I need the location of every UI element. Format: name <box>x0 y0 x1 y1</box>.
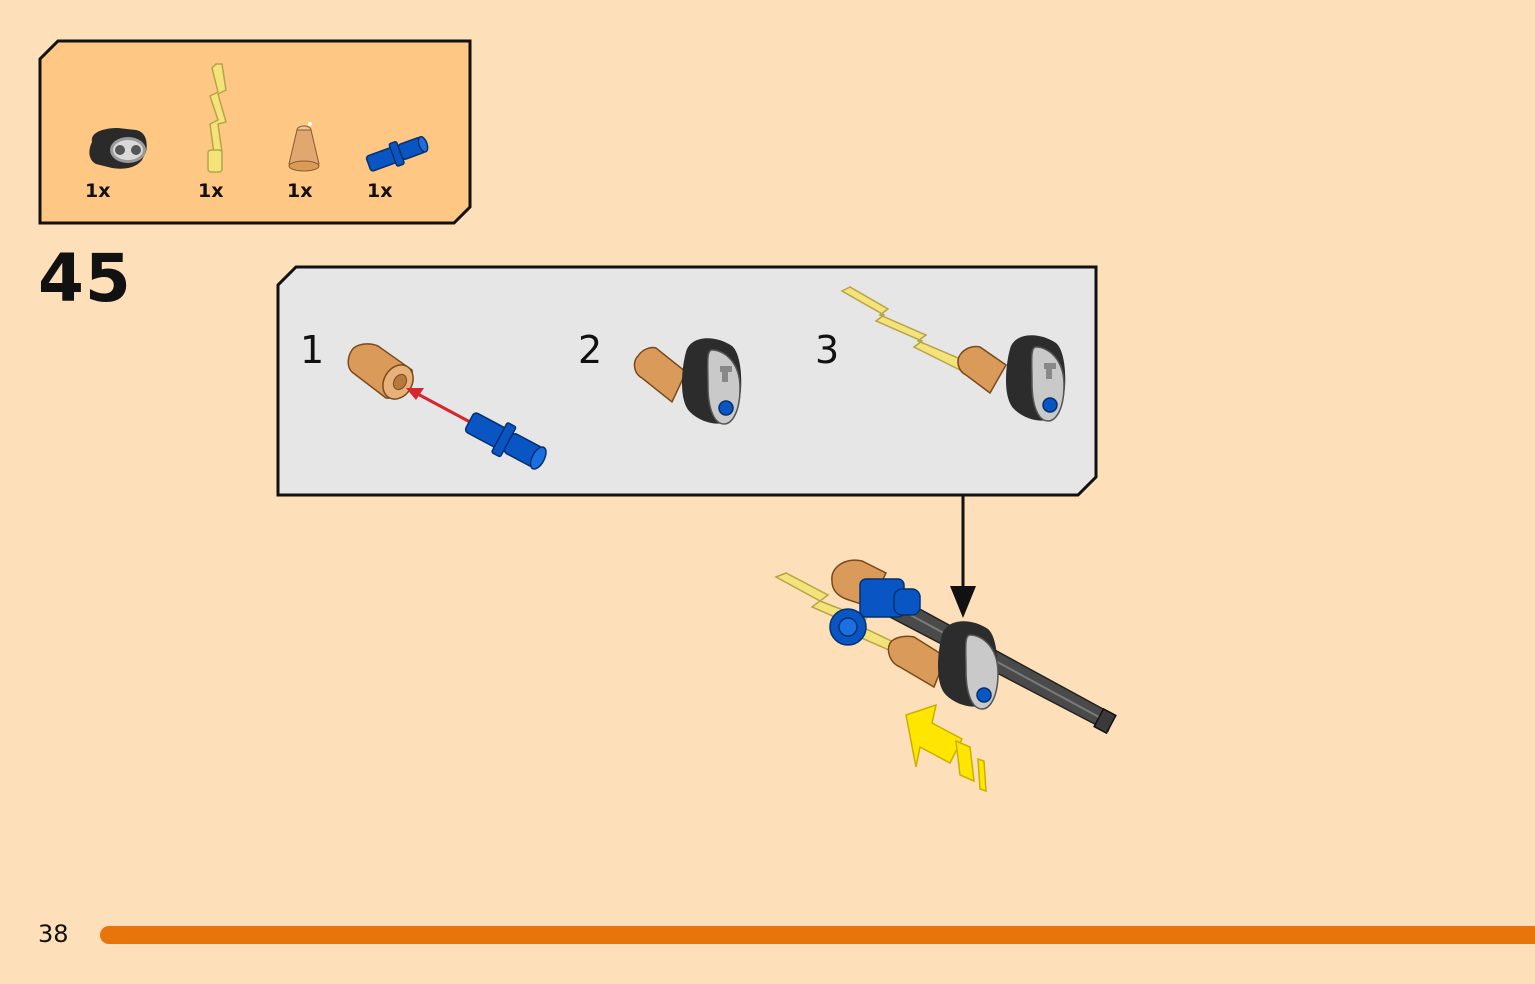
blue-pin-icon <box>365 135 429 172</box>
black-beam-2-icon <box>89 128 147 169</box>
parts-list-box <box>38 39 472 225</box>
tan-cone-icon <box>347 343 414 400</box>
sub-step-number-1: 1 <box>300 328 325 372</box>
blue-connector-icon <box>829 578 921 646</box>
sub-step-1-illustration <box>347 343 547 470</box>
main-assembly-illustration <box>774 559 1117 793</box>
tan-cone-icon <box>288 122 320 172</box>
sub-step-number-3: 3 <box>815 328 840 372</box>
black-beam-2-icon <box>938 621 999 710</box>
sub-step-2-illustration <box>633 338 742 425</box>
page-number: 38 <box>38 920 69 948</box>
part-qty-lightning: 1x <box>198 180 224 202</box>
blue-pin-icon <box>464 412 547 470</box>
part-qty-pin: 1x <box>367 180 393 202</box>
black-axle-icon <box>885 593 1117 735</box>
lightning-bolt-icon <box>840 286 972 372</box>
push-direction-arrow <box>905 703 987 793</box>
sub-step-number-2: 2 <box>578 328 603 372</box>
step-number: 45 <box>38 240 132 317</box>
callout-arrow <box>950 496 976 618</box>
lightning-bolt-icon <box>207 63 227 173</box>
progress-bar <box>100 926 1535 944</box>
sub-step-3-illustration <box>840 286 1066 422</box>
part-qty-beam: 1x <box>85 180 111 202</box>
part-qty-cone: 1x <box>287 180 313 202</box>
